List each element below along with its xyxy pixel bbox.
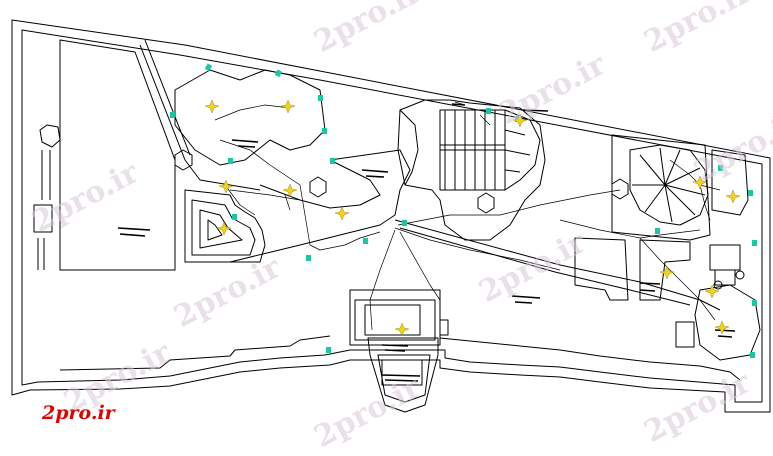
- right-block: [611, 134, 711, 241]
- room-curve-left-2: [259, 159, 381, 209]
- wall-fixture-icon: [228, 158, 233, 164]
- wall-fixture-icon: [306, 255, 311, 261]
- left-pillar: [39, 124, 61, 148]
- center-room-inner: [364, 304, 421, 336]
- wall-fixture-icon: [752, 240, 757, 246]
- zigzag-steps: [184, 189, 266, 263]
- wiring-line: [669, 159, 721, 221]
- ceiling-light-icon: [216, 221, 232, 236]
- center-room-door: [440, 319, 449, 336]
- stair-box: [675, 321, 695, 348]
- stepped-border: [59, 335, 741, 381]
- right-curve-room: [694, 284, 761, 361]
- ceiling-light-icon: [334, 206, 350, 221]
- green-fixtures: [170, 63, 757, 358]
- wall-fixture-icon: [330, 158, 335, 164]
- octagon-pillar: [477, 192, 495, 214]
- service-room: [574, 237, 629, 301]
- outer-wall: [11, 19, 771, 413]
- diagonal-corridor: [139, 39, 721, 311]
- wall-fixture-icon: [486, 108, 491, 114]
- center-room: [349, 289, 441, 346]
- wall-fixture-icon: [170, 112, 175, 118]
- service-room-2: [639, 239, 691, 301]
- left-terrace-frame: [59, 39, 176, 271]
- ceiling-light-icon: [394, 322, 410, 337]
- octagon-pillar: [174, 149, 193, 171]
- ceiling-light-icon: [725, 189, 741, 204]
- wall-fixture-icon: [363, 238, 368, 244]
- wall-fixture-icon: [748, 190, 753, 196]
- ceiling-light-icon: [204, 99, 220, 114]
- site-logo: 2pro.ir: [42, 402, 115, 424]
- spiral-treads: [632, 147, 706, 223]
- wiring-line: [214, 104, 381, 251]
- wall-fixture-icon: [655, 228, 660, 234]
- sink-fixture: [713, 280, 723, 290]
- ceiling-light-icon: [692, 175, 708, 190]
- elevator-inner: [377, 354, 431, 403]
- wiring-line: [369, 229, 441, 331]
- wiring-line: [397, 189, 621, 226]
- wall-fixture-icon: [326, 347, 331, 353]
- wiring-line: [559, 219, 716, 321]
- wall-fixture-icon: [322, 128, 327, 134]
- spiral-stair: [629, 144, 709, 226]
- wall-fixture-icon: [274, 69, 283, 78]
- ceiling-light-icon: [512, 113, 528, 128]
- wall-fixture-icon: [402, 220, 407, 226]
- ceiling-light-icon: [659, 265, 675, 280]
- wall-fixture-icon: [750, 352, 755, 358]
- elevator-car: [381, 359, 423, 386]
- label-strokes: [117, 103, 736, 382]
- ceiling-light-icon: [218, 179, 234, 194]
- bath-fixture: [709, 244, 741, 271]
- wall-fixture-icon: [204, 63, 213, 72]
- wiring-line: [229, 189, 561, 271]
- left-wall-column: [33, 150, 53, 270]
- wall-fixture-icon: [752, 300, 757, 306]
- stair-treads: [439, 109, 506, 191]
- wall-fixture-icon: [718, 165, 723, 171]
- diagonal-corridor-2: [229, 149, 411, 263]
- stair-left-arc: [399, 109, 419, 186]
- room-curve-left: [174, 69, 326, 166]
- octagon-pillar: [309, 176, 327, 198]
- wall-fixture-icon: [318, 95, 323, 101]
- ceiling-light-icon: [282, 183, 298, 198]
- ceiling-lights: [204, 99, 741, 337]
- bath-fixture: [714, 269, 736, 286]
- toilet-fixture: [735, 270, 745, 280]
- octagon-pillar: [611, 178, 629, 200]
- ceiling-light-icon: [714, 320, 730, 335]
- inner-wall: [21, 29, 763, 403]
- wiring-line: [224, 184, 291, 216]
- elevator-shaft: [367, 337, 439, 413]
- stair-block: [397, 99, 546, 241]
- stair-curve: [504, 109, 541, 191]
- ceiling-light-icon: [280, 99, 296, 114]
- ceiling-light-icon: [704, 284, 720, 299]
- wall-fixture-icon: [232, 214, 237, 220]
- right-small-room: [711, 149, 749, 216]
